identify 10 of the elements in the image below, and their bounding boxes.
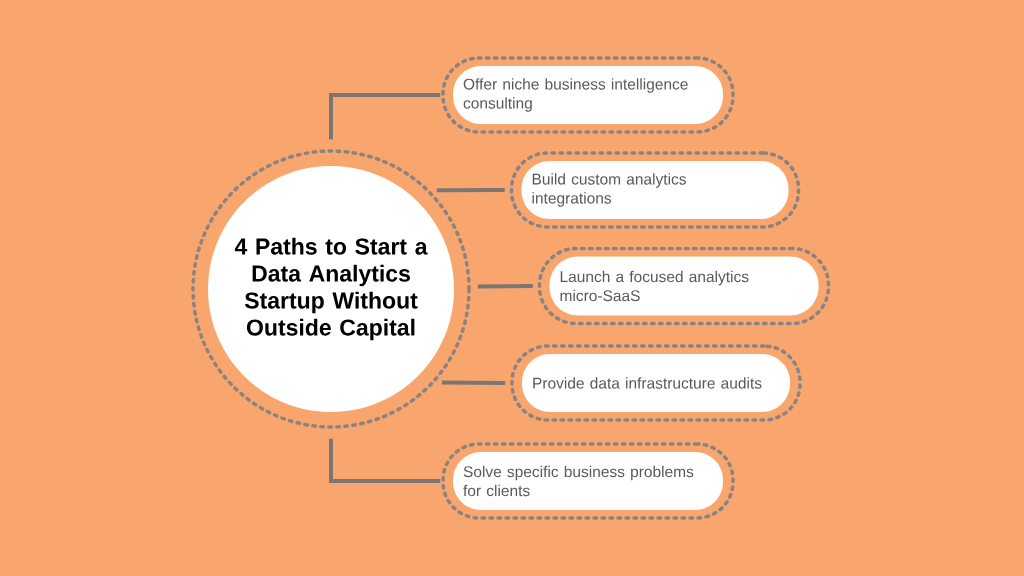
topic-pill: Build custom analytics integrations [509, 151, 801, 229]
topic-pill: Launch a focused analytics micro-SaaS [537, 246, 831, 326]
connector-line [441, 380, 506, 385]
connector-line [477, 284, 533, 289]
connector-line [329, 93, 441, 140]
connector-line [329, 438, 441, 483]
connector-line [436, 188, 505, 193]
topic-pill: Solve specific business problems for clients [441, 442, 735, 520]
topic-pill: Provide data infrastructure audits [510, 344, 802, 422]
topic-pill: Offer niche business intelligence consulting [441, 56, 735, 134]
